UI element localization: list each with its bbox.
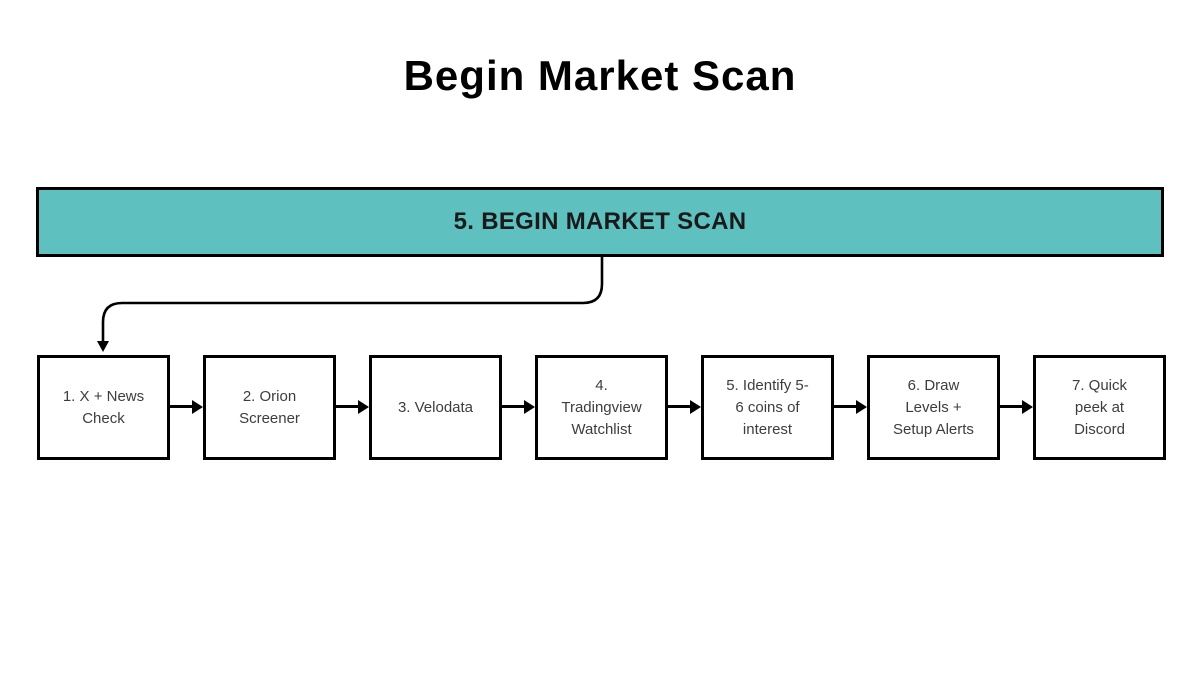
step-box-1-x-news-check: 1. X + News Check [37,355,170,460]
step-label: 5. Identify 5- 6 coins of interest [726,376,809,438]
arrow-right-icon [1000,393,1033,421]
step-box-6-draw-levels-setup-alerts: 6. Draw Levels + Setup Alerts [867,355,1000,460]
arrow-right-icon [834,393,867,421]
step-label: 2. Orion Screener [239,387,300,427]
arrow-right-icon [336,393,369,421]
step-box-3-velodata: 3. Velodata [369,355,502,460]
step-box-4-tradingview-watchlist: 4. Tradingview Watchlist [535,355,668,460]
step-box-2-orion-screener: 2. Orion Screener [203,355,336,460]
arrow-right-icon [170,393,203,421]
step-box-7-quick-peek-discord: 7. Quick peek at Discord [1033,355,1166,460]
step-box-5-identify-coins: 5. Identify 5- 6 coins of interest [701,355,834,460]
banner-begin-market-scan: 5. BEGIN MARKET SCAN [36,187,1164,257]
arrow-right-icon [668,393,701,421]
step-label: 3. Velodata [397,398,474,416]
banner-label: 5. BEGIN MARKET SCAN [453,208,747,235]
arrow-right-icon [502,393,535,421]
step-label: 1. X + News Check [62,387,145,427]
step-label: 6. Draw Levels + Setup Alerts [893,376,974,438]
step-label: 4. Tradingview Watchlist [561,376,642,438]
page-title: Begin Market Scan [403,52,797,99]
step-label: 7. Quick peek at Discord [1071,376,1128,438]
